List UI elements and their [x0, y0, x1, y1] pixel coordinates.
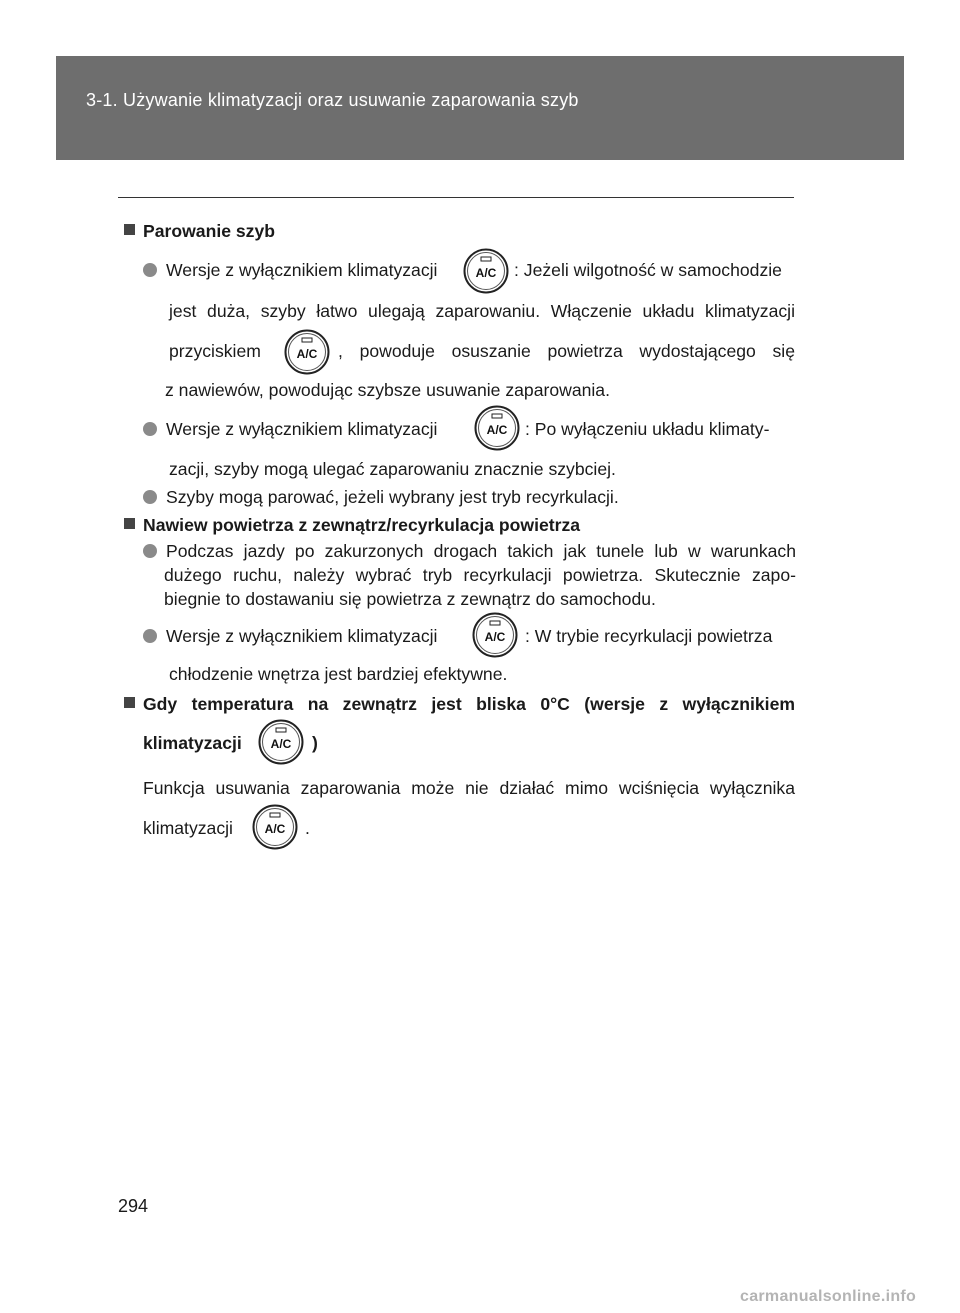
ac-button-inner-ring	[476, 616, 514, 654]
chapter-title: 3-1. Używanie klimatyzacji oraz usuwanie…	[86, 90, 579, 110]
ac-button-outer-ring	[463, 248, 509, 294]
ac-button-graphic: A/C	[252, 804, 298, 850]
bullet-dot	[143, 422, 157, 436]
chapter-header: 3-1. Używanie klimatyzacji oraz usuwanie…	[56, 56, 904, 160]
ac-button-icon: A/C	[258, 719, 304, 765]
ac-button-graphic: A/C	[258, 719, 304, 765]
section-heading: klimatyzacji	[143, 733, 242, 753]
paragraph-text: : Jeżeli wilgotność w samochodzie	[514, 260, 782, 280]
paragraph-text: biegnie to dostawaniu się powietrza z ze…	[164, 589, 656, 609]
ac-button-graphic: A/C	[472, 612, 518, 658]
ac-button-outer-ring	[472, 612, 518, 658]
ac-button-inner-ring	[478, 409, 516, 447]
paragraph-text: Wersje z wyłącznikiem klimatyzacji	[166, 419, 438, 439]
ac-button-outer-ring	[252, 804, 298, 850]
bullet-dot	[143, 263, 157, 277]
paragraph-text: , powoduje osuszanie powietrza wydostają…	[338, 341, 795, 361]
paragraph-text: : W trybie recyrkulacji powietrza	[525, 626, 773, 646]
bullet-dot	[143, 490, 157, 504]
ac-button-icon: A/C	[252, 804, 298, 850]
ac-button-inner-ring	[262, 723, 300, 761]
ac-button-icon: A/C	[284, 329, 330, 375]
section-heading: )	[312, 733, 318, 753]
ac-button-label: A/C	[297, 347, 318, 361]
bullet-dot	[143, 544, 157, 558]
ac-indicator-light	[491, 413, 503, 419]
ac-button-icon: A/C	[474, 405, 520, 451]
paragraph-text: Funkcja usuwania zaparowania może nie dz…	[143, 778, 795, 798]
ac-button-outer-ring	[474, 405, 520, 451]
ac-indicator-light	[480, 256, 492, 262]
watermark: carmanualsonline.info	[740, 1288, 917, 1305]
paragraph-text: Podczas jazdy po zakurzonych drogach tak…	[166, 541, 796, 561]
paragraph-text: jest duża, szyby łatwo ulegają zaparowan…	[169, 301, 795, 321]
ac-indicator-light	[301, 337, 313, 343]
bullet-dot	[143, 629, 157, 643]
section-marker-square	[124, 697, 135, 708]
paragraph-text: z nawiewów, powodując szybsze usuwanie z…	[165, 380, 610, 400]
section-heading: Parowanie szyb	[143, 221, 276, 241]
paragraph-text: : Po wyłączeniu układu klimaty-	[525, 419, 770, 439]
section-heading: Nawiew powietrza z zewnątrz/recyrkulacja…	[143, 515, 581, 535]
paragraph-text: chłodzenie wnętrza jest bardziej efektyw…	[169, 664, 508, 684]
ac-button-icon: A/C	[463, 248, 509, 294]
ac-button-label: A/C	[485, 630, 506, 644]
page-number: 294	[118, 1196, 149, 1216]
ac-button-inner-ring	[467, 252, 505, 290]
ac-button-outer-ring	[258, 719, 304, 765]
ac-button-inner-ring	[256, 808, 294, 846]
paragraph-text: klimatyzacji	[143, 818, 233, 838]
ac-button-icon: A/C	[472, 612, 518, 658]
ac-button-outer-ring	[284, 329, 330, 375]
ac-button-label: A/C	[487, 423, 508, 437]
paragraph-text: Wersje z wyłącznikiem klimatyzacji	[166, 260, 438, 280]
section-marker-square	[124, 224, 135, 235]
section-divider	[118, 197, 794, 198]
section-marker-square	[124, 518, 135, 529]
paragraph-text: dużego ruchu, należy wybrać tryb recyrku…	[164, 565, 796, 585]
paragraph-text: przyciskiem	[169, 341, 261, 361]
paragraph-text: zacji, szyby mogą ulegać zaparowaniu zna…	[169, 459, 616, 479]
paragraph-text: .	[305, 818, 310, 838]
ac-button-label: A/C	[265, 822, 286, 836]
ac-button-label: A/C	[476, 266, 497, 280]
ac-indicator-light	[489, 620, 501, 626]
ac-indicator-light	[275, 727, 287, 733]
ac-button-graphic: A/C	[284, 329, 330, 375]
ac-button-graphic: A/C	[463, 248, 509, 294]
paragraph-text: Szyby mogą parować, jeżeli wybrany jest …	[166, 487, 619, 507]
section-heading: Gdy temperatura na zewnątrz jest bliska …	[143, 694, 795, 714]
ac-button-inner-ring	[288, 333, 326, 371]
ac-button-graphic: A/C	[474, 405, 520, 451]
ac-indicator-light	[269, 812, 281, 818]
ac-button-label: A/C	[271, 737, 292, 751]
paragraph-text: Wersje z wyłącznikiem klimatyzacji	[166, 626, 438, 646]
